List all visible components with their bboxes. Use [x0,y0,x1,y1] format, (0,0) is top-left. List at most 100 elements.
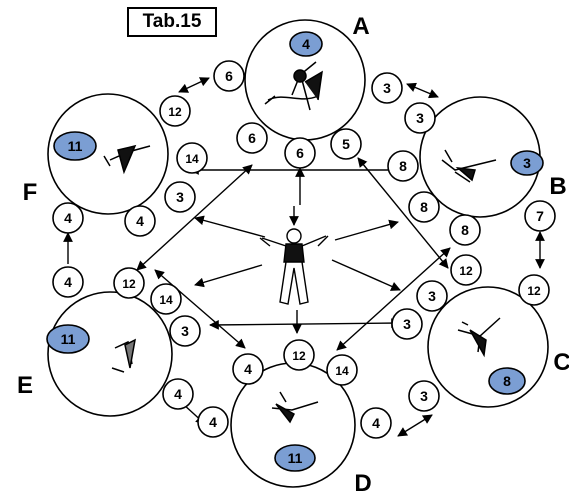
station-d-badge: 11 [274,444,316,472]
gymnast-b-figure [441,149,497,183]
number-bubble-value: 12 [122,277,136,291]
number-bubble-circle [124,205,156,237]
station-d-label: D [354,470,371,497]
number-bubble-value: 3 [420,388,428,404]
number-bubble-circle [197,406,229,438]
number-bubble: 4 [232,353,264,385]
number-bubble-value: 4 [64,210,72,226]
number-bubble-value: 14 [335,364,349,378]
number-bubble-value: 7 [536,208,544,224]
number-bubble: 8 [408,191,440,223]
number-bubble-circle [404,102,436,134]
number-bubble-circle [326,354,358,386]
station-a-label: A [352,13,369,40]
number-bubble-circle [371,72,403,104]
number-bubble-circle [150,283,182,315]
station-e-badge: 11 [46,324,90,354]
gymnast-c-figure [457,317,501,358]
number-bubble-value: 3 [176,189,184,205]
station-c-badge: 8 [488,367,526,395]
number-bubble-circle [164,181,196,213]
gymnast-e-figure [111,338,137,373]
number-bubble: 7 [524,200,556,232]
center-figure [259,228,329,305]
number-bubble-value: 6 [225,68,233,84]
number-bubble-value: 4 [244,361,252,377]
number-bubble-value: 3 [428,288,436,304]
number-bubble-circle [52,202,84,234]
number-bubble-value: 8 [399,158,407,174]
number-bubble-value: 5 [342,136,350,152]
svg-text:11: 11 [288,450,303,466]
station-badges: 4 3 8 11 11 11 [46,31,544,472]
number-bubble-value: 12 [527,284,541,298]
number-bubble-circle [360,407,392,439]
number-bubble-value: 3 [403,316,411,332]
number-bubble: 8 [387,150,419,182]
station-b-badge: 3 [510,150,544,176]
number-bubble-circle [416,280,448,312]
number-bubble: 6 [284,137,316,169]
number-bubble: 4 [52,266,84,298]
number-bubble-circle [408,191,440,223]
number-bubble-circle [518,274,550,306]
number-bubble-value: 4 [174,386,182,402]
number-bubble-circle [391,308,423,340]
number-bubble: 4 [52,202,84,234]
number-bubble-value: 4 [136,213,144,229]
number-bubble: 5 [330,128,362,160]
station-b-label: B [549,173,566,200]
number-bubble-circle [52,266,84,298]
number-bubble-value: 3 [181,323,189,339]
svg-text:11: 11 [61,331,76,347]
number-bubble: 3 [371,72,403,104]
svg-text:3: 3 [523,155,531,171]
connection-arrows [63,77,545,437]
number-bubble-circle [387,150,419,182]
number-bubble-circle [176,142,208,174]
svg-text:4: 4 [302,36,310,52]
number-bubble: 14 [326,354,358,386]
station-e-circle [47,291,173,417]
number-bubble: 14 [176,142,208,174]
number-bubble: 3 [391,308,423,340]
station-f-badge: 11 [53,131,97,161]
station-e-label: E [17,372,33,399]
number-bubble-value: 3 [383,80,391,96]
number-bubble: 3 [169,315,201,347]
number-bubble-circle [213,60,245,92]
number-bubble-circle [449,214,481,246]
number-bubble-value: 12 [459,264,473,278]
svg-text:8: 8 [503,373,511,389]
station-c-label: C [553,349,569,376]
station-labels: A B C D E F [17,13,569,497]
number-bubble: 4 [360,407,392,439]
number-bubble-value: 14 [159,293,173,307]
number-bubble-value: 4 [372,415,380,431]
gymnast-f-figure [103,144,151,175]
number-bubble-circle [284,137,316,169]
number-bubble: 6 [236,122,268,154]
number-bubble-circle [330,128,362,160]
number-bubble-circle [159,95,191,127]
station-f-circle [47,93,169,215]
number-bubble-value: 8 [420,199,428,215]
number-bubble-value: 12 [168,105,182,119]
number-bubble-circle [169,315,201,347]
number-bubble: 3 [404,102,436,134]
number-bubble-circle [232,353,264,385]
number-bubble: 12 [450,254,482,286]
number-bubble: 4 [124,205,156,237]
number-bubble: 8 [449,214,481,246]
number-bubble: 14 [150,283,182,315]
number-bubble-value: 12 [292,349,306,363]
svg-text:11: 11 [68,138,83,154]
number-bubble-circle [524,200,556,232]
number-bubble: 12 [518,274,550,306]
number-bubble-value: 3 [416,110,424,126]
number-bubble-value: 6 [296,145,304,161]
number-bubble: 4 [162,378,194,410]
gymnast-illustrations [103,61,501,424]
